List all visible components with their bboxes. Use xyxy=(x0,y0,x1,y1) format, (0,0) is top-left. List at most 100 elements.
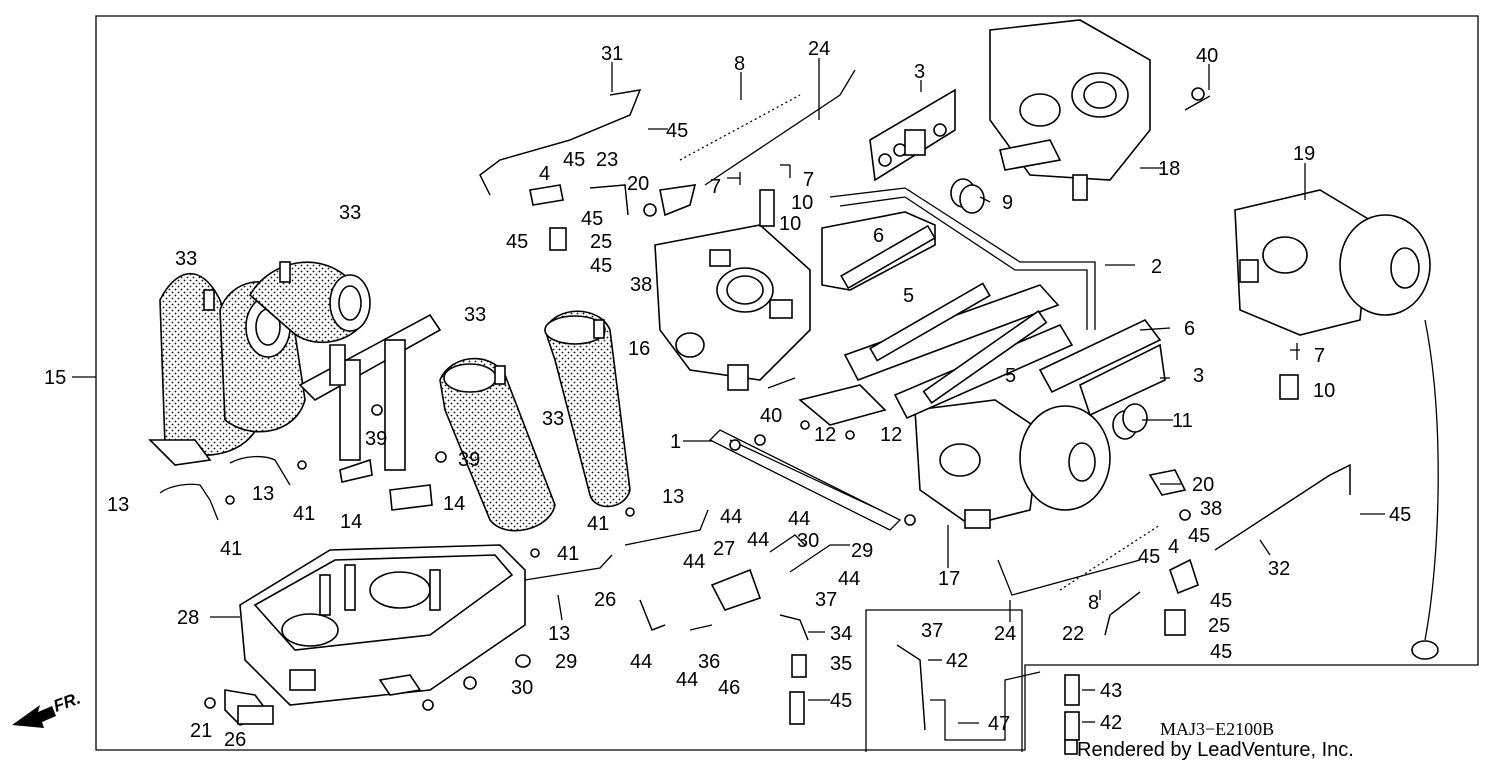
callout-43: 45 xyxy=(830,690,852,712)
drain-plug-assembly xyxy=(204,654,531,726)
callout-45: 45 xyxy=(1210,590,1232,612)
callout-39: 39 xyxy=(365,428,387,450)
callout-14: 14 xyxy=(340,511,362,533)
callout-46: 43 xyxy=(1100,680,1122,702)
callout-41: 41 xyxy=(220,538,242,560)
callout-13: 13 xyxy=(662,486,684,508)
callout-45: 45 xyxy=(666,120,688,142)
leader-lines xyxy=(210,58,1385,724)
callout-27: 27 xyxy=(713,538,735,560)
front-direction-label: FR. xyxy=(51,689,83,716)
callout-8: 8 xyxy=(734,53,745,75)
callout-41: 41 xyxy=(557,543,579,565)
callout-45: 45 xyxy=(581,208,603,230)
callout-45: 45 xyxy=(506,231,528,253)
callout-14: 14 xyxy=(443,493,465,515)
callout-7: 7 xyxy=(710,176,721,198)
breather-hoses xyxy=(159,455,709,581)
callout-29: 44 xyxy=(630,651,652,673)
fuel-link-pipe xyxy=(708,429,916,531)
callout-11: 11 xyxy=(1172,410,1193,432)
air-funnel-right xyxy=(544,310,631,508)
callout-36: 35 xyxy=(830,653,852,675)
callout-45: 45 xyxy=(1188,525,1210,547)
callout-10: 10 xyxy=(791,192,813,214)
callout-33: 33 xyxy=(339,202,361,224)
inset-box xyxy=(865,609,1023,752)
callout-34: 34 xyxy=(830,623,852,645)
callout-42: 30 xyxy=(511,677,533,699)
fuel-hoses xyxy=(479,89,1439,660)
air-funnel-left-rear xyxy=(148,261,371,466)
callout-16: 16 xyxy=(628,338,650,360)
air-cleaner-case xyxy=(239,544,526,706)
callout-30: 30 xyxy=(797,530,819,552)
callout-45: 45 xyxy=(563,149,585,171)
callout-20: 20 xyxy=(627,173,649,195)
callout-6: 6 xyxy=(1184,318,1195,340)
callout-44: 44 xyxy=(720,506,742,528)
intake-bracket xyxy=(298,313,447,511)
diagram-frame xyxy=(95,15,1479,751)
callout-30: 44 xyxy=(676,669,698,691)
callout-6: 6 xyxy=(873,225,884,247)
callout-17: 17 xyxy=(938,568,960,590)
cover-plate xyxy=(798,384,887,440)
callout-26: 29 xyxy=(555,651,577,673)
callout-15: 15 xyxy=(44,367,66,389)
callout-24: 24 xyxy=(994,623,1016,645)
rods xyxy=(704,69,1141,596)
callout-45: 45 xyxy=(1138,546,1160,568)
drawing-code: MAJ3−E2100B xyxy=(1160,719,1274,739)
callout-12: 12 xyxy=(880,424,902,446)
callout-40: 40 xyxy=(1196,45,1218,67)
callout-13: 13 xyxy=(252,483,274,505)
callout-7: 7 xyxy=(803,169,814,191)
callout-5: 5 xyxy=(1005,365,1016,387)
callout-45: 45 xyxy=(1389,504,1411,526)
callout-37: 37 xyxy=(921,620,943,642)
front-direction-arrow: FR. xyxy=(12,689,83,728)
callout-25: 25 xyxy=(590,231,612,253)
callout-45: 45 xyxy=(1210,641,1232,663)
rendered-by-credit: Rendered by LeadVenture, Inc. xyxy=(1077,739,1354,761)
callout-38: 38 xyxy=(1200,498,1222,520)
carburetor-18 xyxy=(989,19,1151,201)
callout-44: 36 xyxy=(698,651,720,673)
callout-4: 4 xyxy=(539,163,550,185)
callout-33: 33 xyxy=(175,248,197,270)
callout-44: 46 xyxy=(718,677,740,699)
callout-39: 39 xyxy=(458,449,480,471)
callout-10: 10 xyxy=(1313,380,1335,402)
callout-24: 24 xyxy=(808,38,830,60)
callout-44: 44 xyxy=(747,529,769,551)
callout-44: 44 xyxy=(788,508,810,530)
springs xyxy=(679,94,1299,591)
callout-19: 19 xyxy=(1293,143,1315,165)
callout-31: 31 xyxy=(601,43,623,65)
callout-42: 21 xyxy=(190,720,212,742)
small-parts xyxy=(529,87,1211,755)
callout-25: 25 xyxy=(1208,615,1230,637)
callout-45: 47 xyxy=(988,713,1010,735)
callout-44: 44 xyxy=(683,551,705,573)
callout-33: 33 xyxy=(542,408,564,430)
callout-12: 12 xyxy=(814,424,836,446)
callout-44: 44 xyxy=(838,568,860,590)
callout-45: 45 xyxy=(590,255,612,277)
callout-35: 42 xyxy=(946,650,968,672)
callout-40: 40 xyxy=(760,405,782,427)
callout-41: 41 xyxy=(293,503,315,525)
callout-10: 10 xyxy=(779,213,801,235)
callout-32: 32 xyxy=(1268,558,1290,580)
callout-13: 13 xyxy=(548,623,570,645)
carburetor-17 xyxy=(914,399,1111,529)
callout-4: 4 xyxy=(1168,536,1179,558)
callout-47: 42 xyxy=(1100,712,1122,734)
callout-7: 7 xyxy=(1314,345,1325,367)
callout-3: 3 xyxy=(914,61,925,83)
t-joint-kit xyxy=(869,88,956,182)
callout-9: 9 xyxy=(1002,192,1013,214)
